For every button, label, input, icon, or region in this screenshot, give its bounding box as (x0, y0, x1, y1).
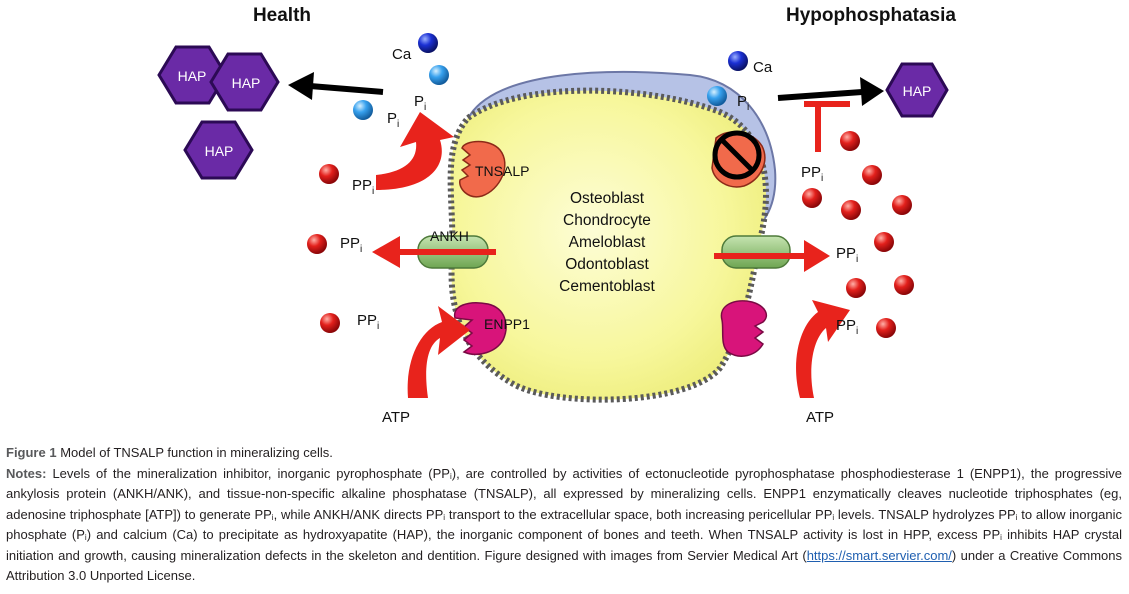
ppi-label: PPi (357, 312, 379, 332)
ppi-efflux-arrow (714, 240, 830, 272)
cell-type-cementoblast: Cementoblast (559, 278, 655, 295)
prohibition-icon (712, 130, 762, 180)
hap-crystal: HAP (885, 62, 949, 118)
ca-label: Ca (392, 46, 412, 63)
ppi-label: PPi (836, 245, 858, 265)
blocked-precipitation-arrow (777, 77, 884, 106)
ca-ion (418, 33, 438, 53)
atp-label: ATP (806, 409, 834, 426)
pyrophosphate-molecule (874, 232, 894, 252)
figure-title: Model of TNSALP function in mineralizing… (60, 445, 333, 460)
ankh-transporter (721, 235, 791, 269)
pyrophosphate-molecule (840, 131, 860, 151)
pi-label: Pi (414, 93, 426, 113)
figure-caption: Figure 1 Model of TNSALP function in min… (6, 443, 1122, 587)
enpp1-label: ENPP1 (484, 316, 530, 332)
caption-title-line: Figure 1 Model of TNSALP function in min… (6, 443, 1122, 464)
phosphate-ion (707, 86, 727, 106)
hap-crystal: HAP (183, 120, 254, 180)
precipitation-arrow (288, 72, 384, 100)
tnsalp-label: TNSALP (475, 163, 529, 179)
figure-label: Figure 1 (6, 445, 57, 460)
cell-type-chondrocyte: Chondrocyte (563, 212, 651, 229)
svg-text:HAP: HAP (178, 68, 207, 84)
hap-crystal: HAP (209, 52, 280, 112)
atp-label: ATP (382, 409, 410, 426)
pi-label: Pi (387, 110, 399, 130)
hpp-heading: Hypophosphatasia (786, 5, 956, 26)
inhibition-bar (804, 101, 850, 152)
atp-to-ppi-arrow (407, 306, 470, 398)
pyrophosphate-molecule (894, 275, 914, 295)
ca-label: Ca (753, 59, 773, 76)
notes-label: Notes: (6, 465, 47, 481)
pyrophosphate-molecule (307, 234, 327, 254)
phosphate-ion (353, 100, 373, 120)
cell-type-ameloblast: Ameloblast (569, 234, 646, 251)
ppi-label: PPi (801, 164, 823, 184)
tnsalp-hydrolysis-arrow (376, 112, 454, 190)
cell-type-odontoblast: Odontoblast (565, 256, 649, 273)
pyrophosphate-molecule (892, 195, 912, 215)
ppi-label: PPi (836, 317, 858, 337)
svg-text:HAP: HAP (903, 83, 932, 99)
pyrophosphate-molecule (846, 278, 866, 298)
enpp1-enzyme: ENPP1 (453, 302, 530, 356)
ppi-label: PPi (340, 235, 362, 255)
ppi-efflux-arrow (372, 236, 496, 268)
svg-text:HAP: HAP (205, 143, 234, 159)
tnsalp-enzyme: TNSALP (459, 140, 529, 198)
enpp1-enzyme (720, 300, 768, 357)
tnsalp-model-diagram: Health Hypophosphatasia Osteoblast Chond… (157, 5, 956, 426)
health-heading: Health (253, 5, 311, 26)
pyrophosphate-molecule (319, 164, 339, 184)
cell-type-list: Osteoblast Chondrocyte Ameloblast Odonto… (559, 190, 655, 295)
pi-label: Pi (737, 93, 749, 113)
pyrophosphate-molecule (876, 318, 896, 338)
ppi-label: PPi (352, 177, 374, 197)
cell-type-osteoblast: Osteoblast (570, 190, 645, 207)
ca-ion (728, 51, 748, 71)
cell-body (447, 87, 769, 403)
ankh-label: ANKH (430, 228, 469, 244)
pyrophosphate-molecule (802, 188, 822, 208)
pyrophosphate-molecule (320, 313, 340, 333)
servier-link[interactable]: https://smart.servier.com/ (806, 547, 952, 563)
pyrophosphate-molecule (862, 165, 882, 185)
atp-to-ppi-arrow (796, 300, 850, 398)
svg-text:HAP: HAP (232, 75, 261, 91)
caption-notes: Notes: Levels of the mineralization inhi… (6, 465, 1123, 584)
pyrophosphate-molecule (841, 200, 861, 220)
phosphate-ion (429, 65, 449, 85)
